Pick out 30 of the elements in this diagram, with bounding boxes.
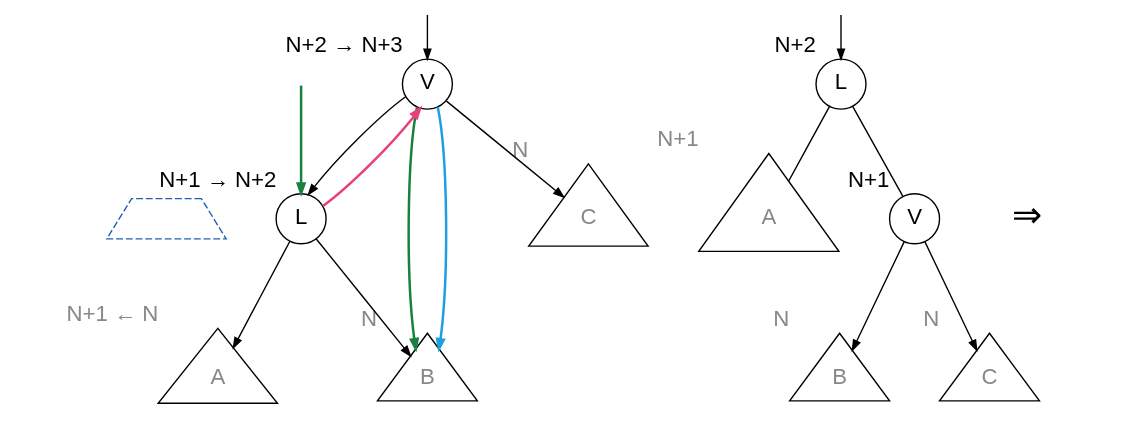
connector (788, 105, 831, 182)
arrow (851, 241, 905, 352)
node-label: N (923, 306, 940, 332)
node-label: N (361, 306, 378, 332)
node-circle: V (401, 58, 454, 110)
arrow (232, 240, 291, 350)
connector (852, 105, 904, 197)
arrow (924, 241, 978, 352)
node-label: N+2 (774, 31, 816, 57)
arrow (836, 14, 846, 62)
node-label: N+1 ← N (66, 301, 159, 327)
node-trapezoid (105, 197, 228, 240)
node-circle: V (888, 193, 941, 245)
node-circle: L (275, 193, 327, 245)
arrow (307, 96, 407, 196)
node-label: N+1 → N+2 (159, 166, 277, 192)
arrow (407, 106, 420, 353)
node-label: N+1 (657, 126, 699, 152)
node-circle: L (815, 58, 867, 110)
arrow (445, 100, 566, 199)
arrow (315, 238, 412, 358)
arrow (295, 85, 307, 197)
node-label: N (773, 306, 790, 332)
node-label: N (512, 136, 529, 162)
arrow (322, 105, 423, 207)
node-label: N+2 → N+3 (285, 31, 403, 57)
node-label: N+1 (848, 166, 890, 192)
arrow (435, 106, 448, 353)
label: ⇒ (1011, 194, 1042, 236)
arrow (423, 14, 432, 62)
